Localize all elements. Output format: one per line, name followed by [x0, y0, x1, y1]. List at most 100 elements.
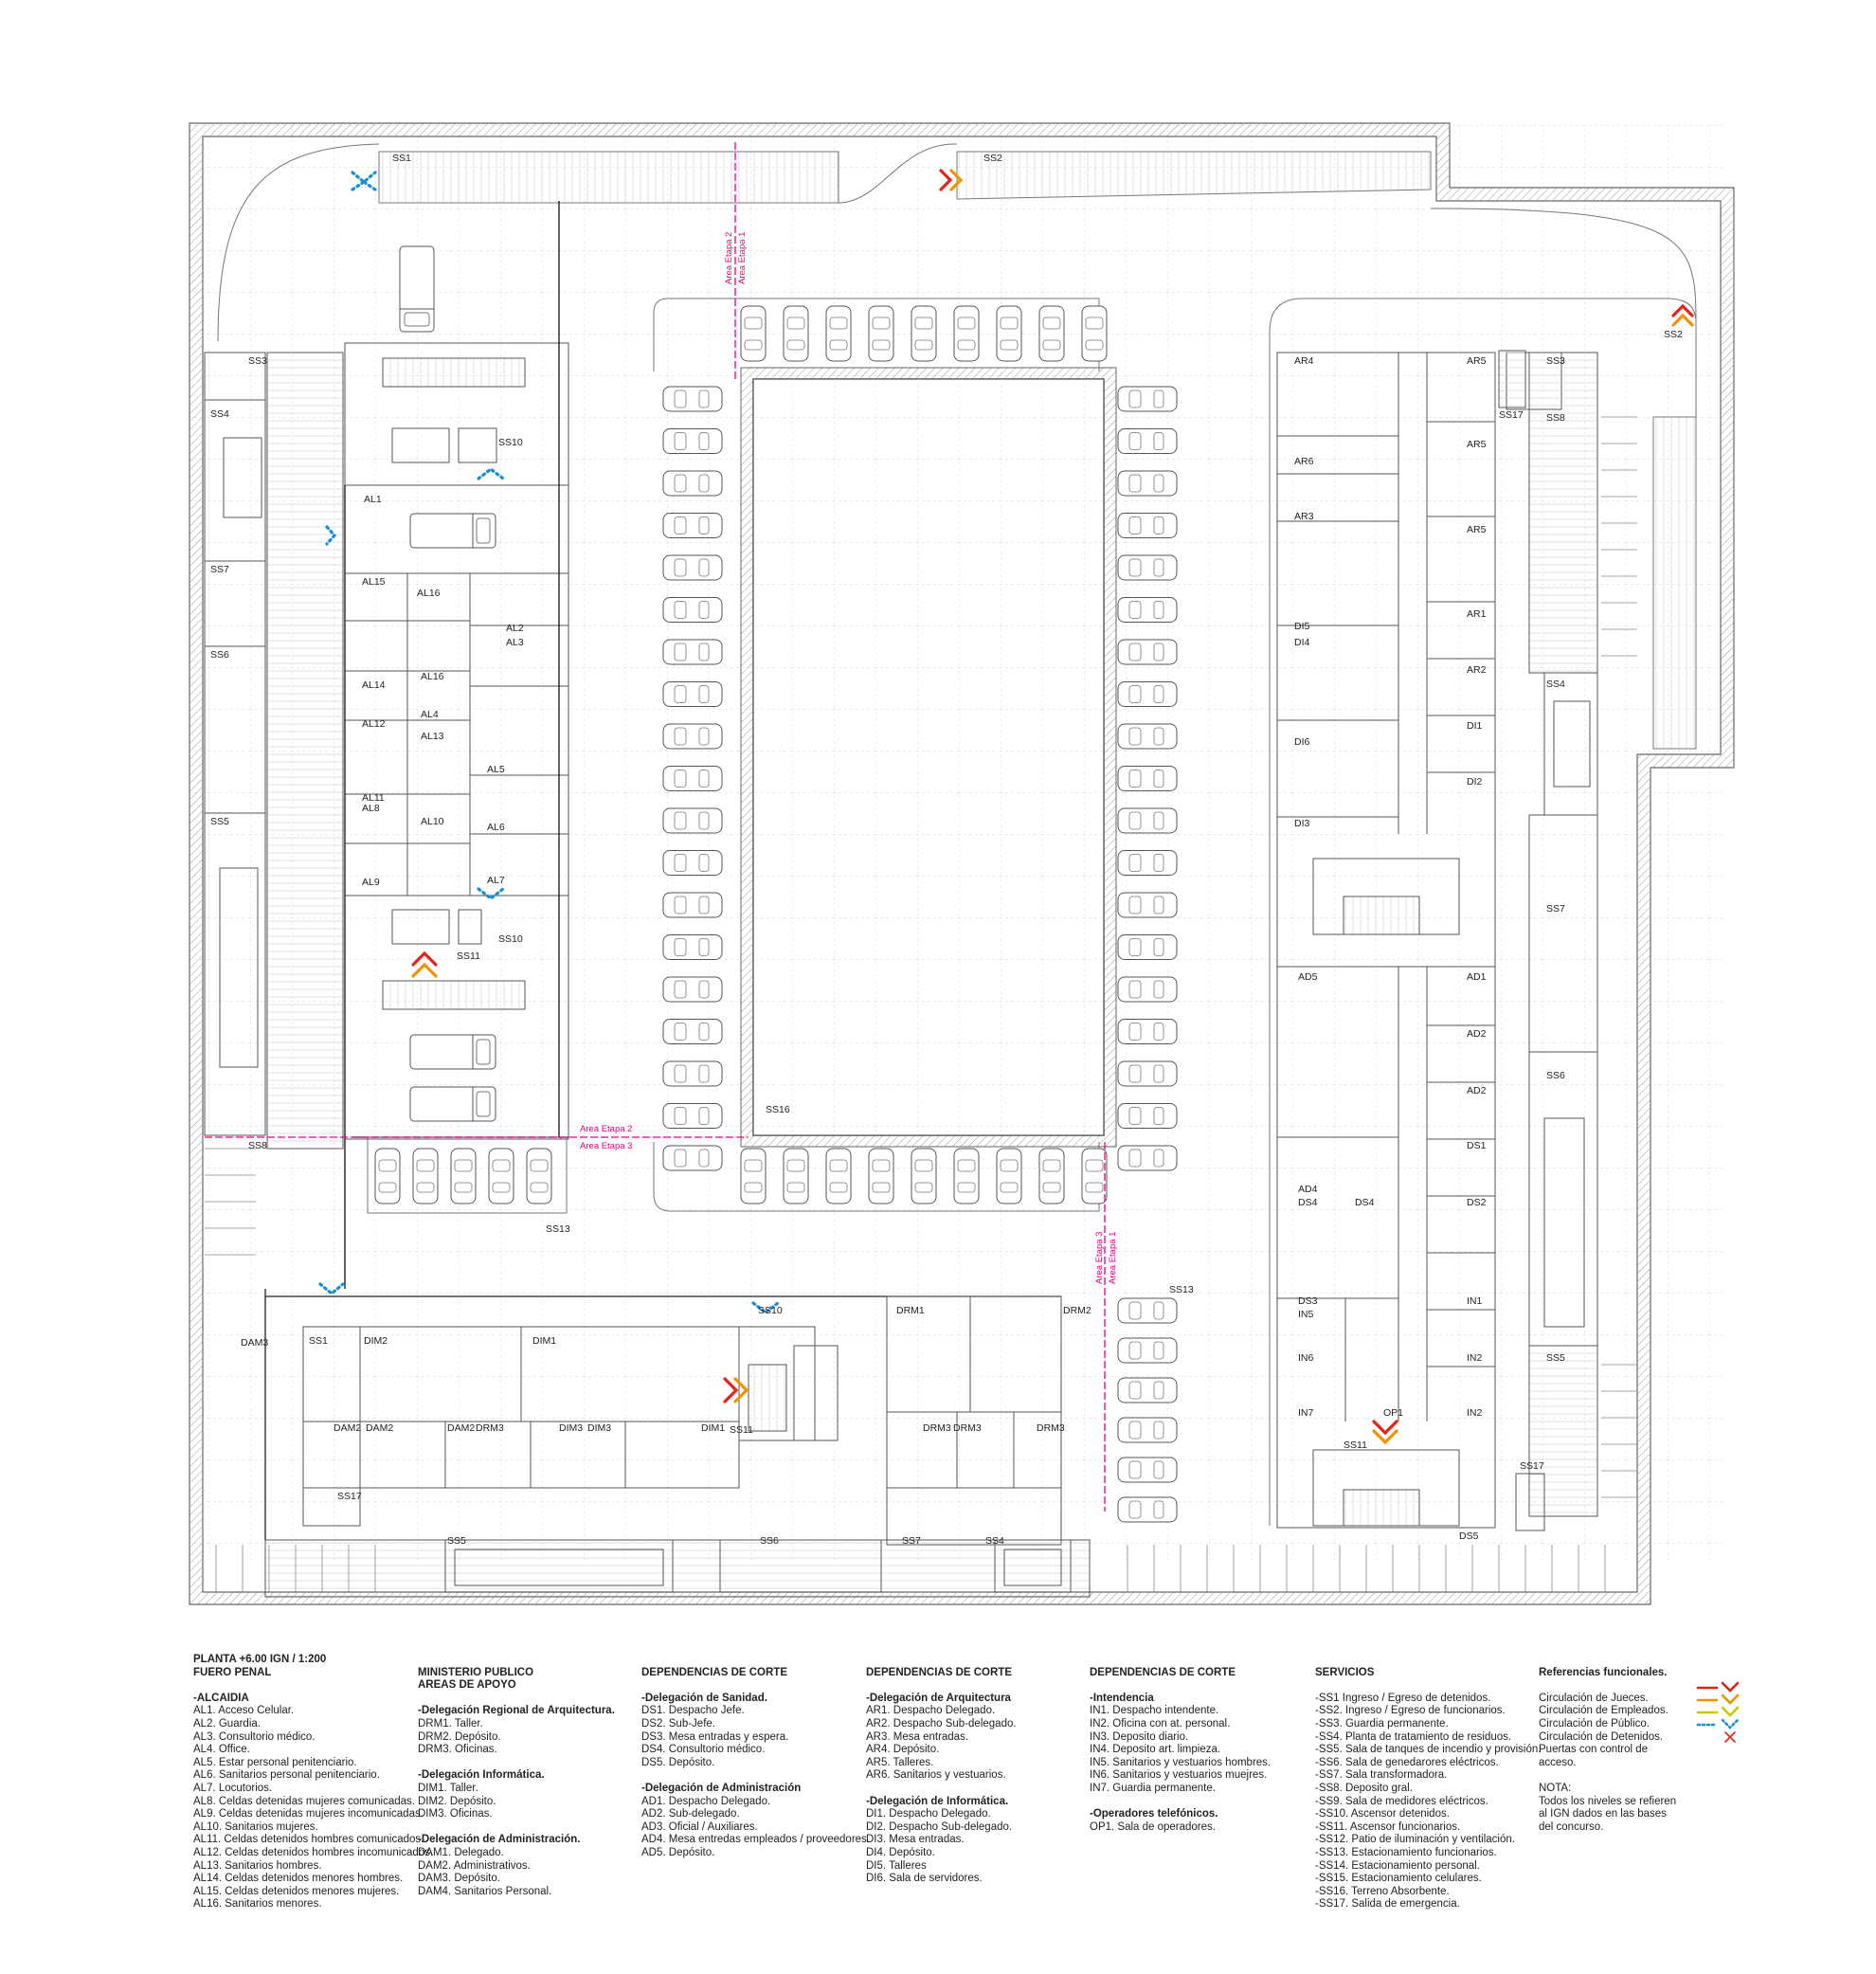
- parked-car-icon: [662, 639, 723, 665]
- room-label: IN7: [1298, 1407, 1314, 1419]
- stage-labels: Area Etapa 2 Area Etapa 1 Area Etapa 2 A…: [580, 232, 1118, 1284]
- top-ramp: [217, 143, 1697, 750]
- bottom-block: [264, 1289, 1091, 1598]
- legend-line: [1539, 1654, 1676, 1667]
- legend-line: -Delegación de Informática.: [866, 1795, 1009, 1807]
- parked-car-icon: [1117, 513, 1178, 538]
- room-label: DRM3: [923, 1422, 951, 1434]
- room-label: AL1: [364, 494, 382, 505]
- parked-car-icon: [1117, 1060, 1178, 1087]
- publico-chevron-icon: [1721, 1706, 1740, 1717]
- room-label: SS7: [902, 1535, 921, 1547]
- legend-line: AD5. Depósito.: [641, 1846, 715, 1858]
- room-label: AL8: [362, 803, 380, 814]
- room-label: SS4: [1546, 679, 1565, 690]
- room-label: DAM2: [334, 1422, 361, 1434]
- parked-car-icon: [1117, 1377, 1178, 1404]
- room-label: AR3: [1294, 511, 1314, 522]
- stage-label: Area Etapa 1: [1108, 1232, 1118, 1284]
- legend-line: MINISTERIO PUBLICO: [418, 1666, 534, 1678]
- legend-line: -Delegación de Administración: [641, 1782, 802, 1794]
- legend-line: AL4. Office.: [193, 1744, 250, 1756]
- legend-line: -Delegación de Arquitectura: [866, 1692, 1011, 1704]
- legend-line: [1315, 1679, 1541, 1693]
- legend-column-servicios: SERVICIOS-SS1 Ingreso / Egreso de deteni…: [1315, 1654, 1541, 1911]
- parked-car-icon: [662, 681, 723, 707]
- parked-car-icon: [662, 976, 723, 1003]
- parked-car-icon: [1117, 766, 1178, 791]
- room-label: AR4: [1294, 355, 1314, 367]
- room-label: DRM3: [953, 1422, 982, 1434]
- parked-car-icon: [662, 386, 723, 412]
- right-block: [1269, 298, 1697, 1529]
- legend-line: Circulación de Público.: [1539, 1717, 1650, 1730]
- legend-line: Todos los niveles se refieren: [1539, 1795, 1677, 1807]
- room-label: DAM2: [447, 1422, 475, 1434]
- legend-line: DI2. Despacho Sub-delegado.: [866, 1820, 1013, 1833]
- stage-label: Area Etapa 2: [724, 232, 734, 284]
- room-label: SS2: [983, 153, 1002, 164]
- room-label: AD2: [1467, 1085, 1487, 1096]
- room-label: AR5: [1467, 524, 1487, 535]
- room-label: SS3: [1546, 355, 1565, 367]
- legend-line: AR1. Despacho Delegado.: [866, 1705, 996, 1717]
- room-label: SS4: [210, 408, 229, 420]
- room-label: DRM2: [1063, 1305, 1091, 1316]
- legend-line: IN1. Despacho intendente.: [1090, 1705, 1219, 1717]
- legend-line: -Delegación Informática.: [418, 1769, 545, 1782]
- room-label: AD1: [1467, 971, 1487, 983]
- parked-car-icon: [1117, 554, 1178, 581]
- legend-line: DAM3. Depósito.: [418, 1873, 500, 1885]
- legend-line: DIM1. Taller.: [418, 1782, 478, 1794]
- parked-car-icon: [662, 807, 723, 834]
- legend-line: -SS16. Terreno Absorbente.: [1315, 1885, 1450, 1897]
- legend-line: DS1. Despacho Jefe.: [641, 1705, 745, 1717]
- room-label: SS6: [210, 649, 229, 661]
- room-label: AL10: [421, 816, 444, 827]
- legend-line: PLANTA +6.00 IGN / 1:200: [193, 1654, 327, 1665]
- room-label: AR5: [1467, 355, 1487, 367]
- parked-car-icon: [662, 1103, 723, 1129]
- employee-circulation-icon: [411, 169, 1694, 1445]
- parked-car-icon: [868, 305, 894, 362]
- room-label: DI3: [1294, 818, 1310, 829]
- room-label: DRM3: [1037, 1422, 1065, 1434]
- parked-car-icon: [1117, 1297, 1178, 1324]
- room-label: AL3: [506, 637, 524, 648]
- legend-line: DI3. Mesa entradas.: [866, 1834, 965, 1846]
- legend-line: AL12. Celdas detenidos hombres incomunic…: [193, 1846, 434, 1858]
- parked-car-icon: [1117, 1496, 1178, 1523]
- legend-line: -SS2. Ingreso / Egreso de funcionarios.: [1315, 1705, 1506, 1717]
- legend-line: -SS6. Sala de genedarores eléctricos.: [1315, 1756, 1499, 1768]
- parked-car-icon: [740, 305, 767, 362]
- room-label: AL7: [487, 875, 505, 886]
- room-label: IN2: [1467, 1407, 1483, 1419]
- parked-car-icon: [662, 470, 723, 497]
- legend-line: [1090, 1679, 1271, 1693]
- room-label: DI2: [1467, 776, 1483, 788]
- parked-car-icon: [740, 1148, 767, 1204]
- legend-line: AR6. Sanitarios y vestuarios.: [866, 1769, 1006, 1782]
- parked-car-icon: [662, 850, 723, 876]
- room-label: AL5: [487, 764, 505, 775]
- parked-car-icon: [1117, 976, 1178, 1003]
- legend-line: -SS17. Salida de emergencia.: [1315, 1898, 1460, 1911]
- room-label: AL14: [362, 679, 386, 691]
- legend-line: [1539, 1679, 1676, 1693]
- legend-line: DS3. Mesa entradas y espera.: [641, 1730, 789, 1743]
- parked-car-icon: [825, 1148, 852, 1204]
- legend-line: AD4. Mesa entredas empleados / proveedor…: [641, 1834, 870, 1846]
- parked-car-icon: [662, 554, 723, 581]
- room-label: SS13: [546, 1223, 570, 1235]
- legend-line: DS2. Sub-Jefe.: [641, 1717, 715, 1730]
- parked-car-icon: [662, 892, 723, 918]
- room-label: SS16: [766, 1104, 790, 1115]
- legend-line: DI6. Sala de servidores.: [866, 1873, 983, 1885]
- legend-line: Circulación de Jueces.: [1539, 1692, 1649, 1704]
- parked-car-icon: [1117, 639, 1178, 665]
- room-label: SS8: [248, 1140, 267, 1151]
- room-label: DRM3: [476, 1422, 504, 1434]
- parked-car-icon: [1117, 1019, 1178, 1044]
- legend-line: [1315, 1654, 1541, 1667]
